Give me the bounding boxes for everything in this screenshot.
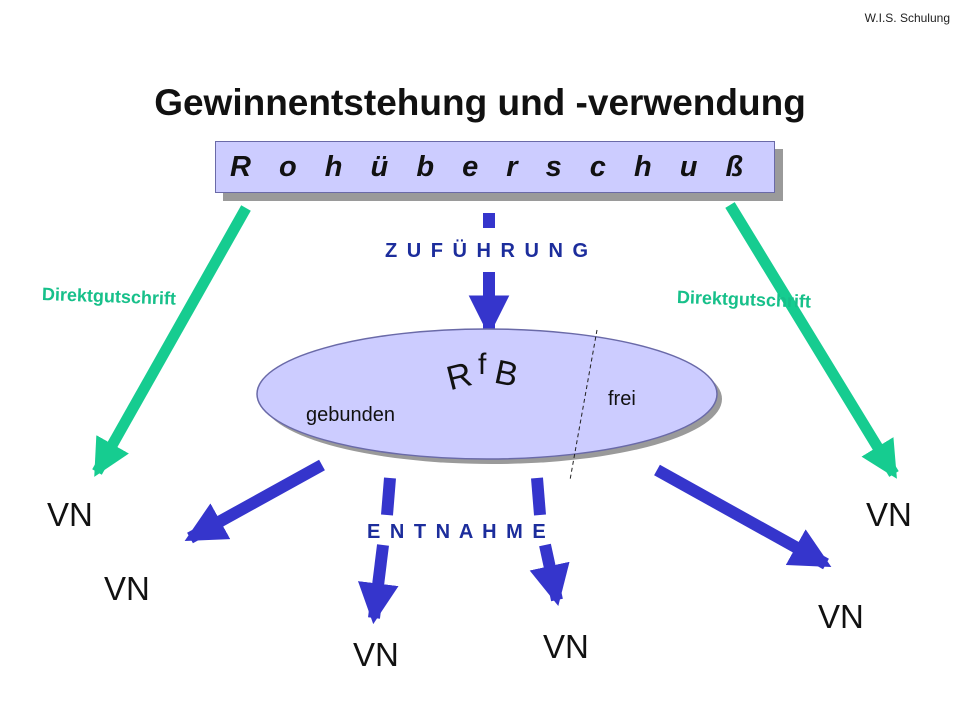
outflow-label: E N T N A H M E xyxy=(367,521,547,543)
recipient-4: VN xyxy=(818,598,864,635)
direct-credit-arrow-right xyxy=(725,202,899,479)
reserve-ellipse xyxy=(256,328,718,460)
segment-divider xyxy=(569,329,598,481)
outflow-arrow-4 xyxy=(654,464,832,570)
segment-bound-label: gebunden xyxy=(306,404,395,426)
recipient-right: VN xyxy=(866,496,912,533)
outflow-arrow-3-head xyxy=(529,543,570,606)
source-box: R o h ü b e r s c h u ß xyxy=(215,141,775,193)
outflow-arrow-2 xyxy=(381,477,396,516)
outflow-arrow-3 xyxy=(531,477,546,516)
recipient-2: VN xyxy=(353,636,399,673)
reserve-letter-2: f xyxy=(478,348,487,381)
direct-credit-arrow-left xyxy=(92,205,251,477)
recipient-left: VN xyxy=(47,496,93,533)
inflow-label: Z U F Ü H R U N G xyxy=(385,240,590,262)
page-title: Gewinnentstehung und -verwendung xyxy=(154,82,806,123)
outflow-arrow-2-head xyxy=(357,544,399,625)
outflow-arrow-1 xyxy=(184,459,325,544)
recipient-1: VN xyxy=(104,570,150,607)
recipient-3: VN xyxy=(543,628,589,665)
segment-free-label: frei xyxy=(608,388,636,410)
brand-label: W.I.S. Schulung xyxy=(864,11,950,25)
source-box-label: R o h ü b e r s c h u ß xyxy=(230,151,750,183)
